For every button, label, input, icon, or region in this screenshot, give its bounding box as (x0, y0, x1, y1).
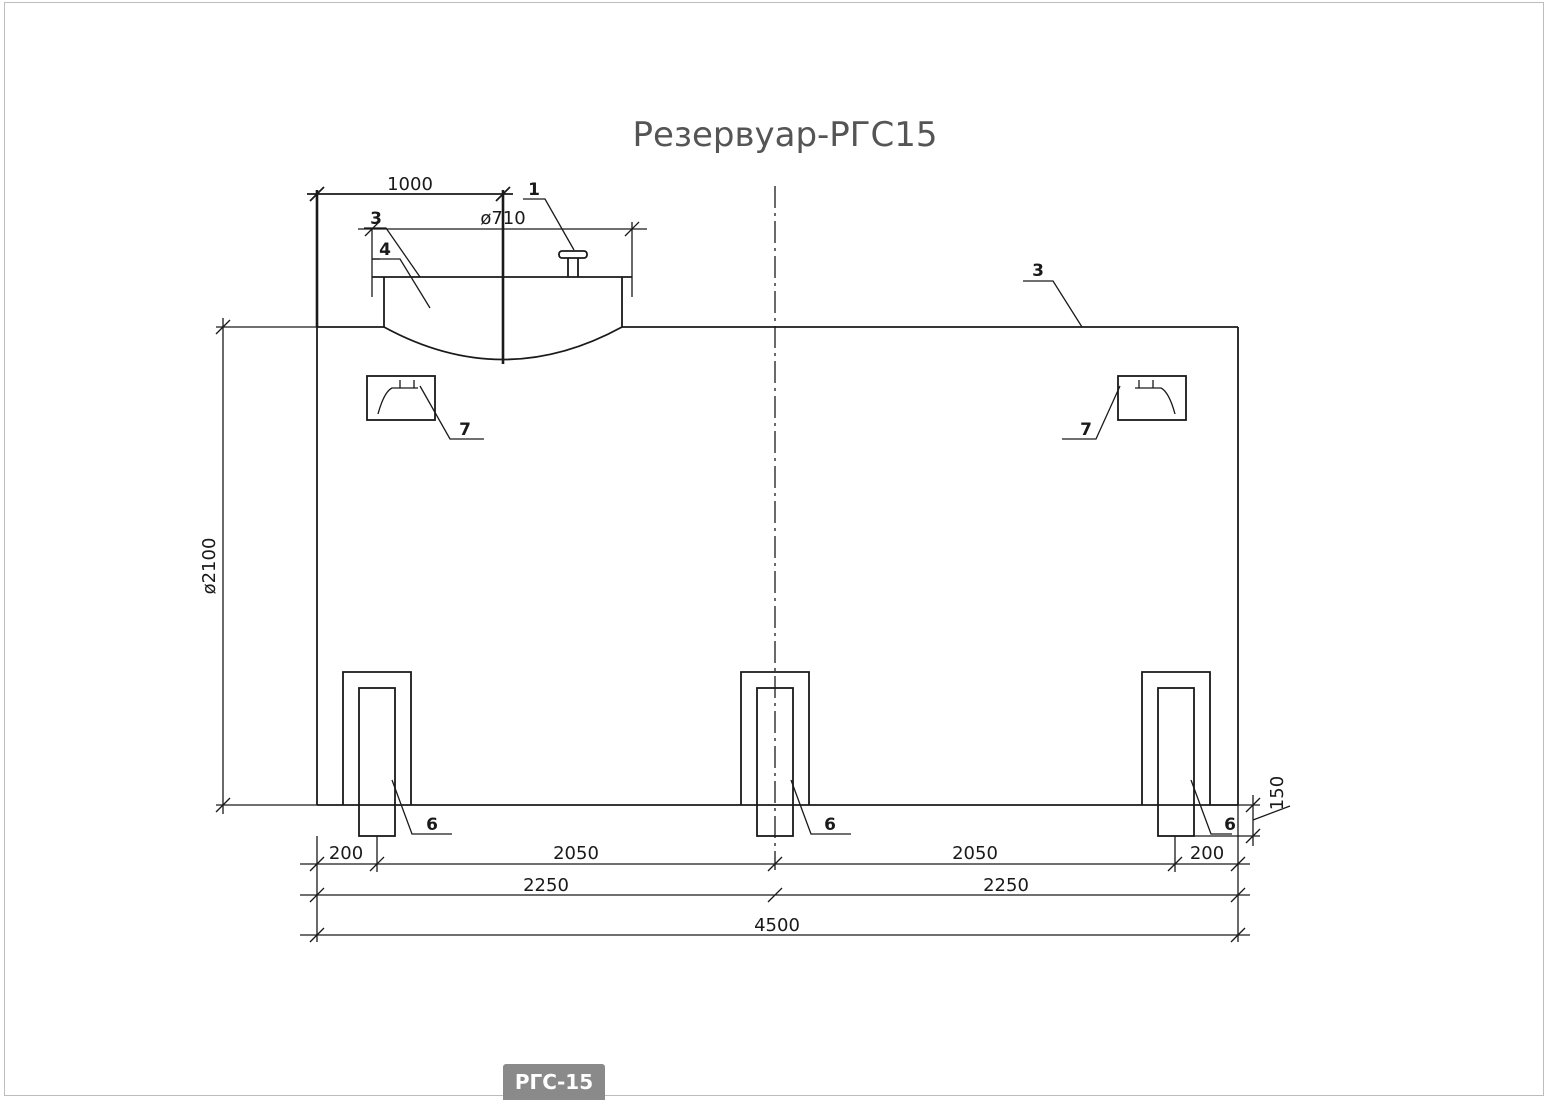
nozzle-right (1117, 375, 1187, 421)
dim-710-text: ø710 (480, 208, 525, 229)
callout-3-hatch: 3 (370, 209, 382, 229)
drawing-title: Резервуар-РГС15 (632, 115, 937, 155)
dim-150-text: 150 (1267, 776, 1288, 810)
nozzle-left (366, 375, 436, 421)
dim-200-left-text: 200 (329, 843, 363, 864)
support-right (1141, 671, 1211, 837)
callout-6-left: 6 (426, 815, 438, 835)
dim-2250-left-text: 2250 (523, 875, 569, 896)
callout-6-right: 6 (1224, 815, 1236, 835)
dim-2050-right-text: 2050 (952, 843, 998, 864)
dim-2250-right-text: 2250 (983, 875, 1029, 896)
dim-200-right-text: 200 (1190, 843, 1224, 864)
callout-6-middle: 6 (824, 815, 836, 835)
support-middle (740, 671, 810, 837)
dim-hatch-diameter: ø710 (358, 208, 647, 259)
dim-2100-text: ø2100 (199, 538, 220, 595)
callout-7-left: 7 (459, 420, 471, 440)
dim-row-overall: 4500 (300, 915, 1250, 943)
callout-1: 1 (528, 180, 540, 200)
dim-hatch-offset: 1000 (307, 174, 513, 327)
support-left (342, 671, 412, 837)
dim-support-height: 150 (1194, 776, 1291, 846)
dim-1000-text: 1000 (387, 174, 433, 195)
dim-4500-text: 4500 (754, 915, 800, 936)
hatch-fitting (558, 250, 588, 277)
dim-row-supports: 200 2050 2050 200 (300, 805, 1250, 942)
dim-2050-left-text: 2050 (553, 843, 599, 864)
leaders (364, 198, 1232, 835)
drawing-tag: РГС-15 (503, 1064, 605, 1100)
callout-7-right: 7 (1080, 420, 1092, 440)
dim-row-halves: 2250 2250 (300, 875, 1250, 903)
tank-body (316, 326, 1239, 806)
sheet-frame (4, 2, 1544, 1096)
dim-tank-diameter: ø2100 (199, 318, 317, 814)
callout-3-tank: 3 (1032, 261, 1044, 281)
callout-4: 4 (379, 240, 391, 260)
